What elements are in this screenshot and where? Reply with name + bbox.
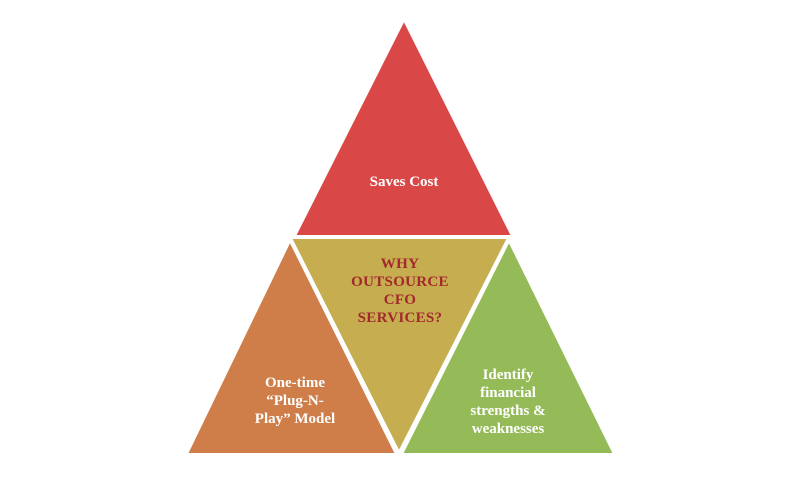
left-line: Play” Model <box>254 411 336 427</box>
left-line: “Plug-N- <box>266 393 324 409</box>
center-label: WHY OUTSOURCE CFO SERVICES? <box>320 255 480 327</box>
top-label: Saves Cost <box>369 174 439 190</box>
right-line: Identify <box>482 367 534 383</box>
right-triangle <box>400 238 616 455</box>
center-line: WHY <box>380 256 420 272</box>
center-line: CFO <box>383 292 417 308</box>
right-line: weaknesses <box>471 421 545 437</box>
left-triangle <box>185 238 398 455</box>
left-label: One-time “Plug-N- Play” Model <box>225 374 365 428</box>
right-label: Identify financial strengths & weaknesse… <box>438 366 578 438</box>
center-inverted-triangle <box>289 237 510 455</box>
left-line: One-time <box>265 375 325 391</box>
right-line: financial <box>480 385 536 401</box>
center-line: OUTSOURCE <box>351 274 449 290</box>
right-line: strengths & <box>470 403 546 419</box>
top-triangle <box>293 17 514 237</box>
center-line: SERVICES? <box>357 310 443 326</box>
